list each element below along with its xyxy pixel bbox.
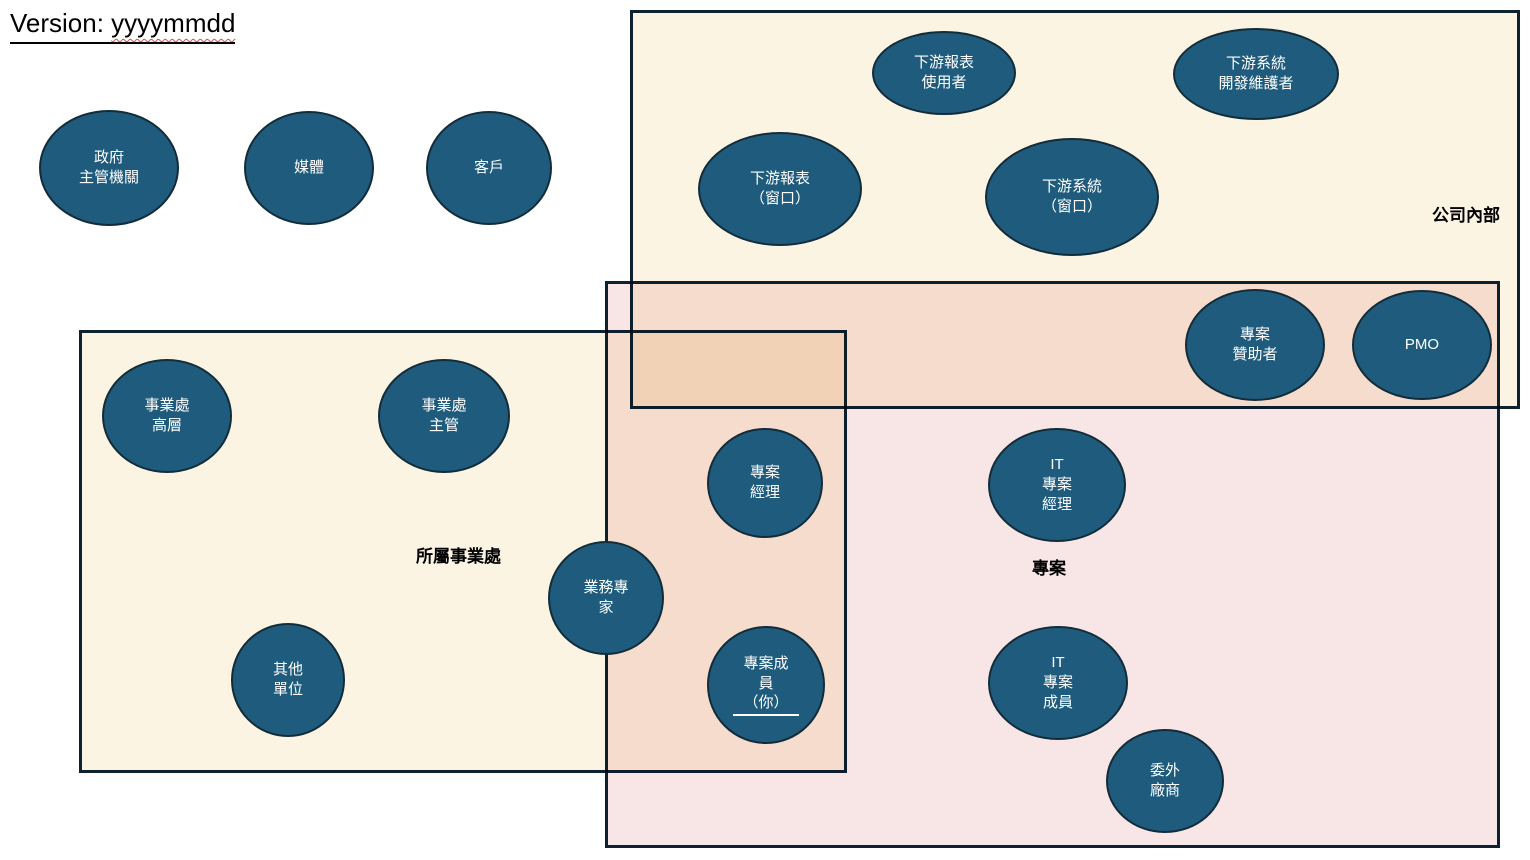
version-prefix: Version: xyxy=(10,8,112,38)
stakeholder-label: 業務專家 xyxy=(583,579,629,616)
stakeholder-downstream-report-users[interactable]: 下游報表使用者 xyxy=(872,31,1016,115)
stakeholder-label: 專案贊助者 xyxy=(1232,326,1278,363)
stakeholder-label: 專案經理 xyxy=(749,464,780,501)
stakeholder-label: 媒體 xyxy=(293,159,324,177)
stakeholder-division-manager[interactable]: 事業處主管 xyxy=(378,359,510,473)
stakeholder-project-member-you[interactable]: 專案成員（你） xyxy=(707,626,825,744)
stakeholder-label: 其他單位 xyxy=(272,661,303,698)
stakeholder-label: 下游報表（窗口） xyxy=(749,170,810,207)
version-date: yyyymmdd xyxy=(111,8,236,38)
stakeholder-outsourced-vendor[interactable]: 委外廠商 xyxy=(1106,729,1224,833)
zone-own-division-label: 所屬事業處 xyxy=(416,547,501,566)
stakeholder-label: 下游報表使用者 xyxy=(913,54,974,91)
stakeholder-downstream-system-maintainers[interactable]: 下游系統開發維護者 xyxy=(1173,28,1339,120)
stakeholder-label: 事業處主管 xyxy=(421,397,467,434)
stakeholder-government-regulator[interactable]: 政府主管機關 xyxy=(39,110,179,226)
stakeholder-project-sponsor[interactable]: 專案贊助者 xyxy=(1185,289,1325,401)
zone-company-internal-label: 公司內部 xyxy=(1432,206,1500,225)
stakeholder-media[interactable]: 媒體 xyxy=(244,111,374,225)
stakeholder-business-expert[interactable]: 業務專家 xyxy=(548,541,664,655)
stakeholder-label: 下游系統開發維護者 xyxy=(1218,55,1294,92)
stakeholder-label: 客戶 xyxy=(473,159,504,177)
stakeholder-project-manager[interactable]: 專案經理 xyxy=(707,428,823,538)
stakeholder-customer[interactable]: 客戶 xyxy=(426,111,552,225)
version-text: Version: yyyymmdd xyxy=(10,8,236,44)
stakeholder-label: 政府主管機關 xyxy=(78,149,139,186)
stakeholder-label: 委外廠商 xyxy=(1149,762,1180,799)
stakeholder-downstream-report-contact[interactable]: 下游報表（窗口） xyxy=(698,132,862,246)
zone-project-label: 專案 xyxy=(1032,559,1066,578)
stakeholder-label: 專案成員（你） xyxy=(733,654,799,717)
stakeholder-division-executives[interactable]: 事業處高層 xyxy=(102,359,232,473)
stakeholder-label: 下游系統（窗口） xyxy=(1041,178,1102,215)
stakeholder-other-units[interactable]: 其他單位 xyxy=(231,623,345,737)
stakeholder-downstream-system-contact[interactable]: 下游系統（窗口） xyxy=(985,138,1159,256)
stakeholder-label: 事業處高層 xyxy=(144,397,190,434)
stakeholder-pmo[interactable]: PMO xyxy=(1352,290,1492,400)
stakeholder-label: PMO xyxy=(1404,336,1440,354)
